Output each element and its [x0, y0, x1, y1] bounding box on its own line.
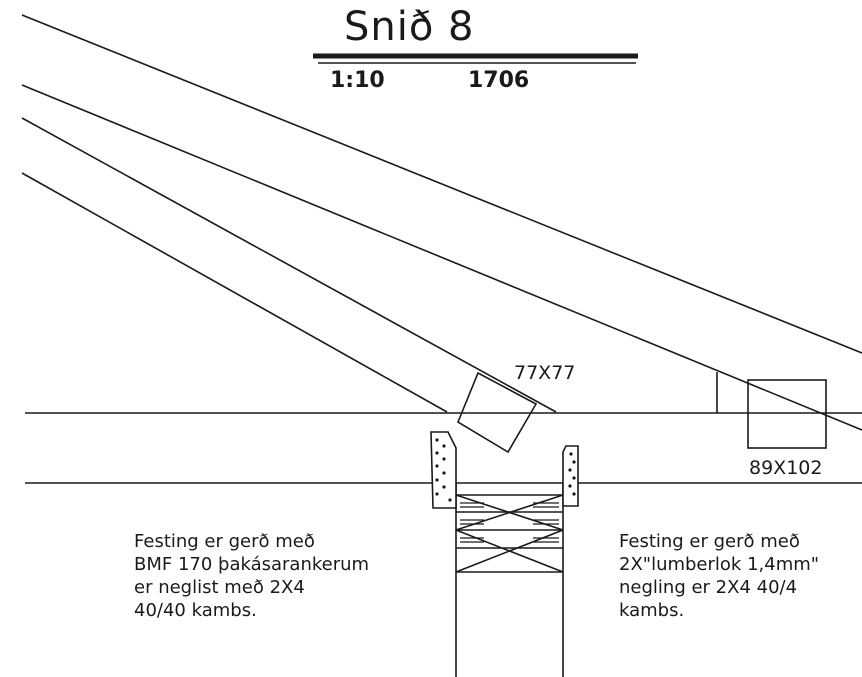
note-left-line-1: Festing er gerð með — [134, 531, 315, 552]
note-left: Festing er gerð með BMF 170 þakásaranker… — [134, 530, 369, 622]
note-right-line-2: 2X"lumberlok 1,4mm" — [619, 554, 820, 575]
note-right-line-1: Festing er gerð með — [619, 531, 800, 552]
rafter-upper-line — [21, 84, 862, 431]
post-below — [455, 483, 564, 677]
note-left-line-3: er neglist með 2X4 — [134, 577, 305, 598]
rafter-top-line — [21, 14, 862, 354]
note-right-line-4: kambs. — [619, 600, 685, 621]
note-right: Festing er gerð með 2X"lumberlok 1,4mm" … — [619, 530, 819, 622]
note-right-line-3: negling er 2X4 40/4 — [619, 577, 798, 598]
nail-marks — [460, 502, 559, 543]
rafter-low-line — [21, 172, 448, 413]
label-89x102: 89X102 — [749, 457, 823, 479]
label-77x77: 77X77 — [514, 362, 576, 384]
drawing-title: Snið 8 — [344, 4, 475, 50]
drawing-scale: 1:10 — [330, 68, 385, 93]
note-left-line-4: 40/40 kambs. — [134, 600, 257, 621]
note-left-line-2: BMF 170 þakásarankerum — [134, 554, 370, 575]
right-anchor-bracket — [562, 445, 579, 507]
post-77x77-section — [457, 371, 538, 454]
drawing-number: 1706 — [468, 68, 530, 93]
left-anchor-bracket — [430, 431, 457, 509]
post-89x102-section — [747, 379, 827, 449]
rafter-mid-line — [21, 117, 557, 413]
rafter-lines — [21, 14, 862, 431]
